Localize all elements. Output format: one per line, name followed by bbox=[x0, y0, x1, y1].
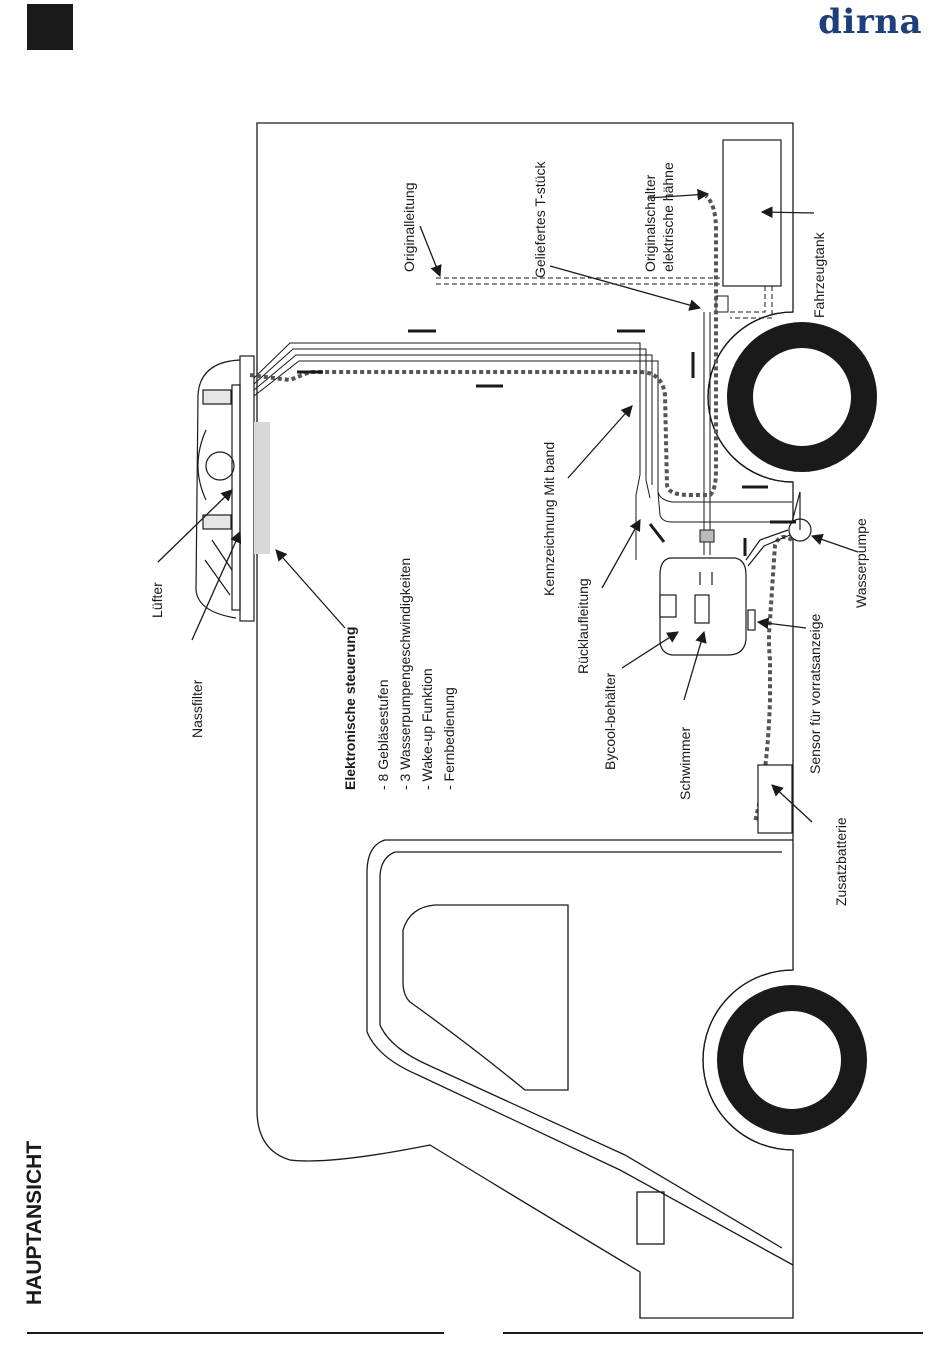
band-markings bbox=[297, 329, 796, 556]
water-pump bbox=[745, 491, 812, 567]
leader-arrows bbox=[157, 188, 859, 823]
label-originalschalter: Originalschalter bbox=[642, 174, 658, 272]
corner-marker bbox=[27, 4, 73, 50]
feature-2: - 3 Wasserpumpengeschwindigkeiten bbox=[397, 558, 413, 790]
label-ruecklaufleitung: Rücklaufleitung bbox=[575, 578, 591, 674]
label-elektrische-haehne: elektrische hähne bbox=[660, 162, 676, 272]
diagram-labels: Originalleitung Geliefertes T-stück Orig… bbox=[149, 161, 869, 906]
label-wasserpumpe: Wasserpumpe bbox=[853, 518, 869, 608]
label-t-stueck: Geliefertes T-stück bbox=[532, 161, 548, 278]
label-luefter: Lüfter bbox=[149, 582, 165, 618]
feature-4: - Fernbedienung bbox=[441, 687, 457, 790]
vehicle-outline bbox=[256, 122, 794, 1319]
brand-logo: dirna bbox=[818, 2, 922, 42]
label-zusatzbatterie: Zusatzbatterie bbox=[833, 817, 849, 906]
feature-1: - 8 Gebläsestufen bbox=[375, 679, 391, 790]
original-line bbox=[436, 277, 773, 319]
supply-line bbox=[699, 295, 729, 555]
label-kennzeichnung: Kennzeichnung Mit band bbox=[541, 442, 557, 596]
bycool-container bbox=[659, 557, 756, 656]
hose-bundle bbox=[253, 342, 793, 560]
label-nassfilter: Nassfilter bbox=[189, 679, 205, 738]
electric-cable bbox=[249, 194, 718, 497]
label-schwimmer: Schwimmer bbox=[677, 727, 693, 800]
vehicle-tank bbox=[722, 139, 782, 287]
label-elektronische-steuerung: Elektronische steuerung bbox=[342, 627, 358, 790]
electric-cable-battery bbox=[753, 534, 794, 823]
footer-line-right bbox=[503, 1332, 923, 1334]
label-bycool-behaelter: Bycool-behälter bbox=[602, 672, 618, 770]
footer-line-left bbox=[27, 1332, 444, 1334]
front-wheel bbox=[717, 985, 867, 1135]
feature-3: - Wake-up Funktion bbox=[419, 668, 435, 790]
rear-wheel bbox=[727, 322, 877, 472]
label-fahrzeugtank: Fahrzeugtank bbox=[811, 231, 827, 318]
label-sensor: Sensor für vorratsanzeige bbox=[807, 613, 823, 774]
label-originalleitung: Originalleitung bbox=[401, 183, 417, 273]
roof-unit bbox=[195, 355, 270, 622]
